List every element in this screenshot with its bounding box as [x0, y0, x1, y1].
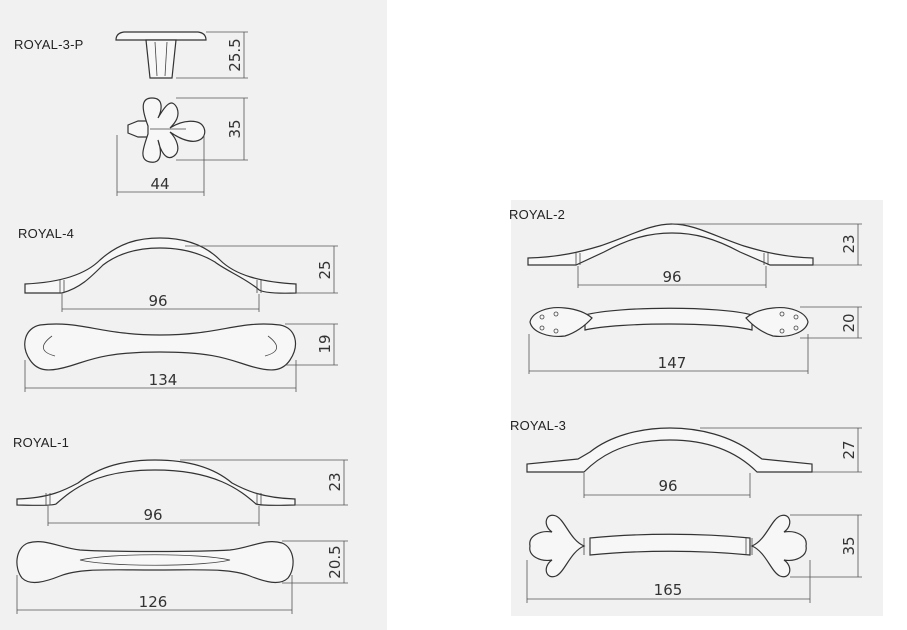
royal-4-side-view	[24, 237, 297, 294]
royal-2-pitch-label: 96	[662, 268, 681, 286]
royal-2-dim-length: 147	[528, 334, 809, 374]
royal-3-side-view	[526, 427, 813, 473]
royal-2-depth-label: 20	[840, 313, 858, 332]
royal-2-dim-depth: 20	[800, 306, 862, 339]
royal-1-depth-label: 20.5	[326, 545, 344, 578]
royal-3-p-dim-width: 44	[116, 135, 205, 196]
royal-3-dim-depth: 35	[790, 514, 862, 578]
royal-1-dim-height: 23	[180, 459, 348, 506]
royal-3-p-height-label: 25.5	[226, 38, 244, 71]
royal-2-side-view	[527, 223, 814, 266]
royal-3-dim-length: 165	[526, 560, 811, 603]
royal-1-dim-depth: 20.5	[282, 540, 348, 584]
royal-4-length-label: 134	[149, 371, 178, 389]
royal-4-pitch-label: 96	[148, 292, 167, 310]
title-royal-3: ROYAL-3	[510, 418, 567, 433]
title-royal-3-p: ROYAL-3-P	[14, 37, 84, 52]
royal-3-p-dim-height: 25.5	[176, 31, 248, 79]
royal-4-dim-length: 134	[24, 360, 297, 392]
royal-3-pitch-label: 96	[658, 477, 677, 495]
royal-1-pitch-label: 96	[143, 506, 162, 524]
royal-4-height-label: 25	[316, 260, 334, 279]
left-panel	[0, 0, 387, 630]
royal-3-p-width-top-label: 35	[226, 119, 244, 138]
royal-4-dim-depth: 19	[285, 323, 338, 366]
royal-1-dim-length: 126	[16, 575, 293, 614]
title-royal-4: ROYAL-4	[18, 226, 75, 241]
title-royal-1: ROYAL-1	[13, 435, 70, 450]
royal-3-dim-height: 27	[700, 427, 862, 473]
royal-2-dim-pitch: 96	[577, 266, 767, 288]
royal-3-length-label: 165	[654, 581, 683, 599]
royal-1-dim-pitch: 96	[47, 506, 260, 526]
royal-3-top-view	[529, 514, 807, 578]
royal-4-dim-pitch: 96	[61, 292, 260, 312]
royal-4-depth-label: 19	[316, 334, 334, 353]
royal-1-side-view	[16, 459, 296, 506]
royal-3-p-width-label: 44	[150, 175, 169, 193]
royal-1-top-view	[16, 541, 294, 584]
royal-2-length-label: 147	[658, 354, 687, 372]
royal-3-height-label: 27	[840, 440, 858, 459]
royal-2-top-view	[529, 307, 809, 337]
royal-2-height-label: 23	[840, 234, 858, 253]
royal-3-dim-pitch: 96	[583, 473, 751, 498]
royal-4-dim-height: 25	[185, 245, 338, 294]
royal-3-depth-label: 35	[840, 536, 858, 555]
royal-1-height-label: 23	[326, 472, 344, 491]
royal-3-p-dim-width-top: 35	[176, 97, 248, 161]
royal-4-top-view	[24, 323, 297, 371]
title-royal-2: ROYAL-2	[509, 207, 566, 222]
royal-1-length-label: 126	[139, 593, 168, 611]
royal-2-dim-height: 23	[672, 223, 862, 266]
royal-3-p-side-view	[115, 31, 207, 79]
royal-3-p-top-view	[127, 97, 206, 163]
